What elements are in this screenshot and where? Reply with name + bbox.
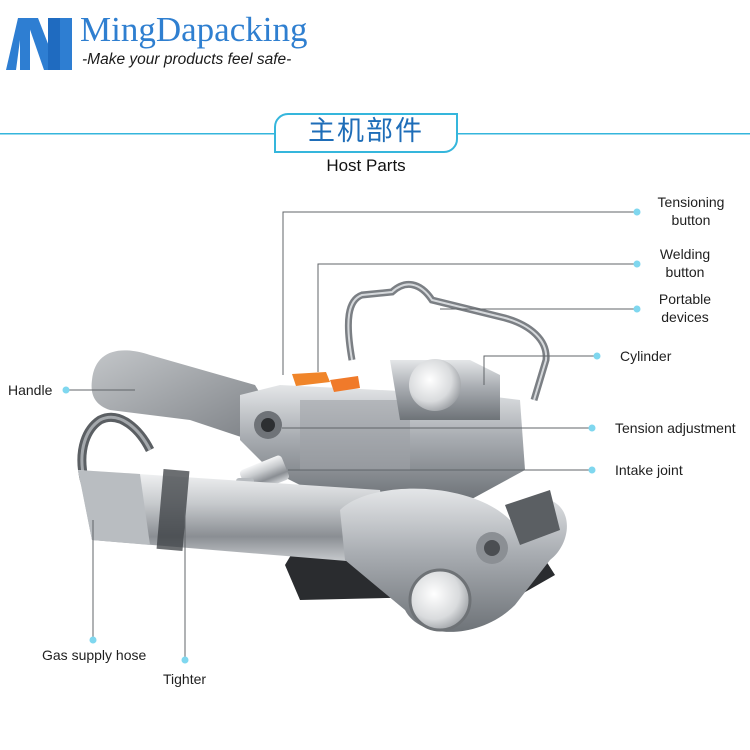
callout-gas-supply-hose: Gas supply hose [42,647,147,663]
strapping-tool-illustration [77,281,567,632]
section-title-en: Host Parts [326,156,406,175]
callout-tensioning-button-line1: Tensioning [657,194,725,210]
callout-welding-button-line2: button [665,264,705,280]
callout-tighter: Tighter [163,671,207,687]
callout-portable-devices-line2: devices [661,309,709,325]
callout-tension-adjustment: Tension adjustment [615,420,736,436]
mingda-logo-icon [6,18,72,70]
callout-portable-devices: Portable devices [648,290,722,326]
leader-lines [66,211,637,660]
callout-intake-joint: Intake joint [615,462,683,478]
section-title-zh: 主机部件 [308,116,424,147]
callout-tensioning-button: Tensioning button [646,193,736,229]
section-title-box [274,113,458,153]
callout-handle: Handle [8,382,53,398]
leader-dots [62,208,641,664]
callout-portable-devices-line1: Portable [658,291,712,307]
callout-welding-button: Welding button [646,245,724,281]
callout-tensioning-button-line2: button [671,212,711,228]
brand-slogan: -Make your products feel safe- [82,51,292,68]
callout-welding-button-line1: Welding [659,246,711,262]
brand-name: MingDapacking [80,10,308,49]
callout-cylinder: Cylinder [620,348,672,364]
